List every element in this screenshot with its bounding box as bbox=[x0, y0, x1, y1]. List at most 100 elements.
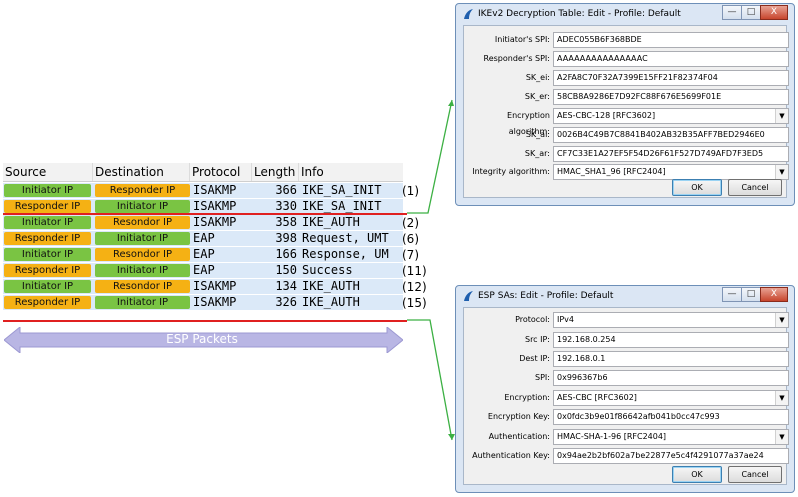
ikev2-ok-button[interactable]: OK bbox=[672, 179, 722, 196]
length-cell: 398 bbox=[275, 231, 297, 245]
ikev2-input[interactable]: CF7C33E1A27EF5F54D26F61F527D749AFD7F3ED5 bbox=[553, 146, 789, 162]
destination-ip-cell: Resondor IP bbox=[95, 280, 190, 293]
dropdown-arrow-icon[interactable]: ▼ bbox=[775, 430, 788, 444]
esp-minimize-button[interactable]: — bbox=[722, 287, 742, 302]
esp-maximize-button[interactable]: □ bbox=[741, 287, 761, 302]
destination-ip-cell: Initiator IP bbox=[95, 232, 190, 245]
esp-field-label: Protocol: bbox=[515, 315, 550, 324]
ikev2-input[interactable]: A2FA8C70F32A7399E15FF21F82374F04 bbox=[553, 70, 789, 86]
esp-field-value: 0x94ae2b2bf602a7be22877e5c4f4291077a37ae… bbox=[557, 451, 764, 460]
ikev2-field-label: Integrity algorithm: bbox=[472, 167, 550, 176]
esp-select[interactable]: HMAC-SHA-1-96 [RFC2404]▼ bbox=[553, 429, 789, 445]
destination-ip-cell: Initiator IP bbox=[95, 264, 190, 277]
length-cell: 150 bbox=[275, 263, 297, 277]
esp-cancel-button[interactable]: Cancel bbox=[728, 466, 782, 483]
ikev2-select[interactable]: HMAC_SHA1_96 [RFC2404]▼ bbox=[553, 164, 789, 180]
esp-window-buttons: — □ X bbox=[722, 287, 788, 302]
esp-ok-button[interactable]: OK bbox=[672, 466, 722, 483]
column-header-destination[interactable]: Destination bbox=[93, 163, 190, 181]
esp-field-label: Src IP: bbox=[524, 335, 550, 344]
ikev2-input[interactable]: ADEC055B6F368BDE bbox=[553, 32, 789, 48]
protocol-cell: ISAKMP bbox=[193, 295, 237, 309]
esp-input[interactable]: 0x996367b6 bbox=[553, 370, 789, 386]
esp-dialog-titlebar[interactable]: ESP SAs: Edit - Profile: Default bbox=[456, 286, 794, 306]
ikev2-close-button[interactable]: X bbox=[760, 5, 788, 20]
info-cell: Response, UM bbox=[302, 247, 389, 261]
info-cell: IKE_AUTH bbox=[302, 295, 360, 309]
source-ip-cell: Responder IP bbox=[4, 296, 91, 309]
destination-ip-cell: Responder IP bbox=[95, 184, 190, 197]
length-cell: 326 bbox=[275, 295, 297, 309]
packet-step-number: (2) bbox=[402, 216, 419, 230]
ikev2-input[interactable]: 58CB8A9286E7D92FC88F676E5699F01E bbox=[553, 89, 789, 105]
ikev2-field-value: AAAAAAAAAAAAAAAC bbox=[557, 54, 648, 63]
dropdown-arrow-icon[interactable]: ▼ bbox=[775, 313, 788, 327]
column-header-source[interactable]: Source bbox=[3, 163, 93, 181]
esp-field-value: IPv4 bbox=[557, 315, 575, 324]
packet-step-number: (7) bbox=[402, 248, 419, 262]
dropdown-arrow-icon[interactable]: ▼ bbox=[775, 165, 788, 179]
protocol-cell: ISAKMP bbox=[193, 199, 237, 213]
protocol-cell: EAP bbox=[193, 231, 215, 245]
source-ip-cell: Initiator IP bbox=[4, 280, 91, 293]
esp-field-value: 0x996367b6 bbox=[557, 373, 608, 382]
wireshark-fin-icon bbox=[464, 9, 473, 19]
ikev2-input[interactable]: AAAAAAAAAAAAAAAC bbox=[553, 51, 789, 67]
ikev2-dialog-titlebar[interactable]: IKEv2 Decryption Table: Edit - Profile: … bbox=[456, 4, 794, 24]
info-cell: IKE_SA_INIT bbox=[302, 183, 382, 197]
ikev2-window-buttons: — □ X bbox=[722, 5, 788, 20]
destination-ip-cell: Resondor IP bbox=[95, 248, 190, 261]
info-cell: IKE_AUTH bbox=[302, 279, 360, 293]
esp-dialog-title: ESP SAs: Edit - Profile: Default bbox=[478, 291, 614, 301]
packet-step-number: (12) bbox=[402, 280, 427, 294]
column-header-length[interactable]: Length bbox=[252, 163, 299, 181]
ikev2-maximize-button[interactable]: □ bbox=[741, 5, 761, 20]
esp-input[interactable]: 0x94ae2b2bf602a7be22877e5c4f4291077a37ae… bbox=[553, 448, 789, 464]
ikev2-field-label: SK_er: bbox=[524, 92, 550, 101]
ikev2-minimize-button[interactable]: — bbox=[722, 5, 742, 20]
esp-input[interactable]: 192.168.0.1 bbox=[553, 351, 789, 367]
esp-select[interactable]: IPv4 ▼ bbox=[553, 312, 789, 328]
packet-step-number: (11) bbox=[402, 264, 427, 278]
esp-packets-label: ESP Packets bbox=[166, 332, 238, 346]
esp-input[interactable]: 0x0fdc3b9e01f86642afb041b0cc47c993 bbox=[553, 409, 789, 425]
packet-step-number: (6) bbox=[402, 232, 419, 246]
dropdown-arrow-icon[interactable]: ▼ bbox=[775, 391, 788, 405]
length-cell: 358 bbox=[275, 215, 297, 229]
length-cell: 366 bbox=[275, 183, 297, 197]
ikev2-field-value: 58CB8A9286E7D92FC88F676E5699F01E bbox=[557, 92, 722, 101]
info-cell: Success bbox=[302, 263, 353, 277]
esp-field-label: SPI: bbox=[535, 373, 550, 382]
esp-select[interactable]: AES-CBC [RFC3602]▼ bbox=[553, 390, 789, 406]
ikev2-input[interactable]: 0026B4C49B7C8841B402AB32B35AFF7BED2946E0 bbox=[553, 127, 789, 143]
column-header-info[interactable]: Info bbox=[301, 165, 324, 179]
ikev2-field-label: SK_ei: bbox=[525, 73, 550, 82]
length-cell: 134 bbox=[275, 279, 297, 293]
protocol-cell: ISAKMP bbox=[193, 183, 237, 197]
esp-close-button[interactable]: X bbox=[760, 287, 788, 302]
esp-field-label: Encryption Key: bbox=[487, 412, 550, 421]
dropdown-arrow-icon[interactable]: ▼ bbox=[775, 109, 788, 123]
ikev2-field-label: SK_ai: bbox=[525, 130, 550, 139]
ikev2-field-label: Encryption algorithm: bbox=[507, 111, 550, 136]
esp-input[interactable]: 192.168.0.254 bbox=[553, 332, 789, 348]
column-header-protocol[interactable]: Protocol bbox=[190, 163, 252, 181]
ikev2-field-value: 0026B4C49B7C8841B402AB32B35AFF7BED2946E0 bbox=[557, 130, 765, 139]
info-cell: IKE_SA_INIT bbox=[302, 199, 382, 213]
protocol-cell: ISAKMP bbox=[193, 279, 237, 293]
ikev2-cancel-button[interactable]: Cancel bbox=[728, 179, 782, 196]
source-ip-cell: Responder IP bbox=[4, 264, 91, 277]
ikev2-select[interactable]: AES-CBC-128 [RFC3602]▼ bbox=[553, 108, 789, 124]
info-cell: Request, UMT bbox=[302, 231, 389, 245]
source-ip-cell: Initiator IP bbox=[4, 216, 91, 229]
